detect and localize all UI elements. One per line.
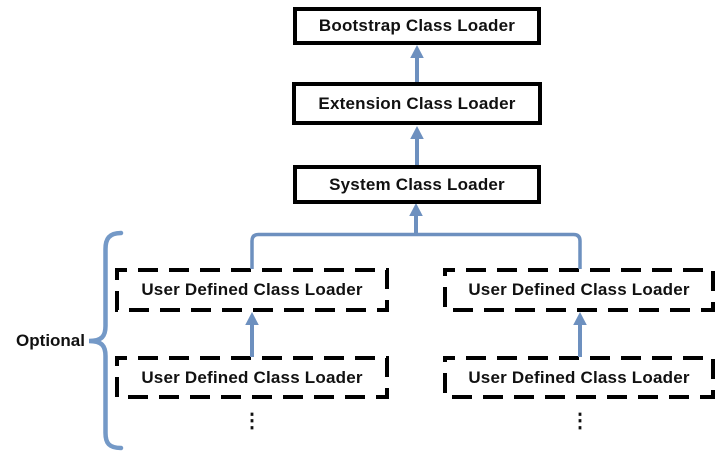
- extension-class-loader-box: Extension Class Loader: [292, 82, 542, 125]
- arrow-extension-to-bootstrap: [410, 45, 424, 83]
- user-defined-box-outline-right-2: [443, 356, 715, 399]
- user-defined-class-loader-label: User Defined Class Loader: [468, 367, 690, 387]
- user-defined-box-outline-left-2: [115, 356, 389, 399]
- optional-brace: [88, 230, 124, 451]
- user-defined-class-loader-box-left-2: User Defined Class Loader: [117, 358, 387, 397]
- user-defined-class-loader-label: User Defined Class Loader: [468, 280, 690, 299]
- arrow-user-defined-left-2-to-1: [245, 312, 259, 357]
- arrow-user-defined-right-2-to-1: [573, 312, 587, 357]
- connector-user-defined-to-system: [250, 203, 582, 269]
- user-defined-class-loader-box-left-1: User Defined Class Loader: [117, 270, 387, 310]
- system-class-loader-box: System Class Loader: [293, 165, 541, 204]
- optional-label: Optional: [16, 331, 85, 350]
- user-defined-class-loader-box-right-1: User Defined Class Loader: [445, 270, 713, 310]
- arrow-system-to-extension: [410, 126, 424, 165]
- bootstrap-class-loader-label: Bootstrap Class Loader: [318, 16, 516, 35]
- user-defined-class-loader-label: User Defined Class Loader: [141, 280, 363, 299]
- user-defined-class-loader-label: User Defined Class Loader: [141, 367, 363, 387]
- user-defined-class-loader-box-right-2: User Defined Class Loader: [445, 358, 713, 397]
- bootstrap-class-loader-box: Bootstrap Class Loader: [293, 7, 541, 45]
- right-column-ellipsis: ⋮: [570, 410, 590, 432]
- extension-class-loader-label: Extension Class Loader: [318, 93, 516, 113]
- user-defined-box-outline-right-1: [443, 268, 715, 312]
- left-column-ellipsis: ⋮: [242, 410, 262, 432]
- system-class-loader-label: System Class Loader: [329, 174, 505, 194]
